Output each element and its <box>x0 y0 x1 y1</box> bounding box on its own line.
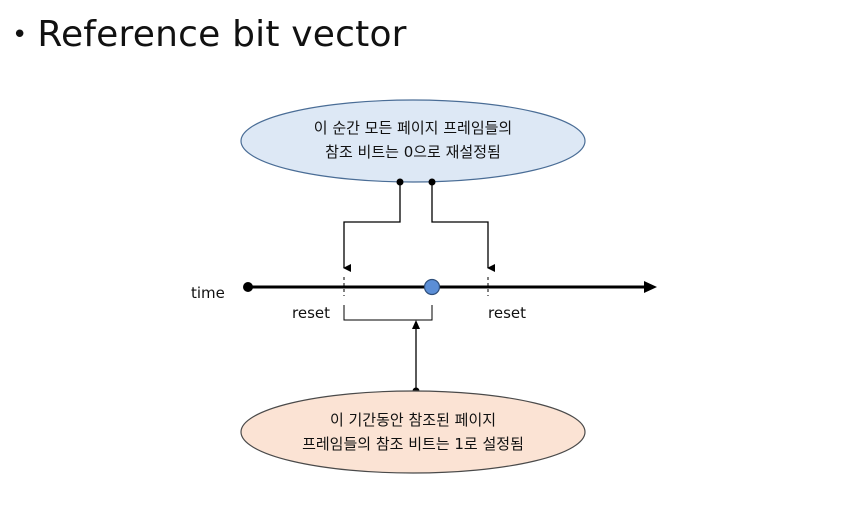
page-title: Reference bit vector <box>37 14 407 55</box>
time-axis-label: time <box>191 284 225 302</box>
right-reset-connector <box>431 182 495 272</box>
top-callout-ellipse <box>240 99 586 183</box>
bottom-callout-line2: 프레임들의 참조 비트는 1로 설정됨 <box>302 435 524 453</box>
top-callout-line1: 이 순간 모든 페이지 프레임들의 <box>314 119 512 137</box>
current-time-point <box>423 278 441 296</box>
slide-title: • Reference bit vector <box>12 10 407 60</box>
bottom-connector-arrowhead <box>412 320 420 329</box>
left-reset-connector <box>343 182 401 272</box>
title-bullet: • <box>12 20 28 50</box>
reset-label-right: reset <box>488 304 526 322</box>
interval-bracket <box>343 305 433 321</box>
bottom-callout-ellipse <box>240 390 586 474</box>
top-callout-line2: 참조 비트는 0으로 재설정됨 <box>325 143 501 161</box>
time-axis-arrowhead <box>644 281 657 293</box>
bottom-callout-line1: 이 기간동안 참조된 페이지 <box>330 411 496 429</box>
reset-label-left: reset <box>292 304 330 322</box>
